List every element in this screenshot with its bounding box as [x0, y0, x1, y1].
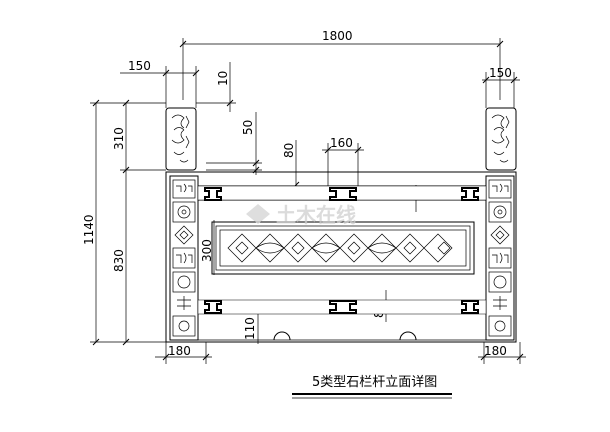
- drawing-title: 5类型石栏杆立面详图: [312, 375, 437, 390]
- dim-overall-height-label: 1140: [82, 214, 96, 245]
- dim-rail-top-label: 80: [282, 143, 296, 158]
- rail-bracket-top-left: [204, 187, 222, 201]
- dim-post-top-height: 310: [112, 99, 166, 346]
- dim-post-offset-label: 10: [216, 71, 230, 86]
- carved-panel: [211, 221, 475, 275]
- dim-panel-height-label: 300: [200, 239, 214, 262]
- right-post-ornament: [488, 179, 512, 337]
- rail-bracket-bottom-mid: [329, 300, 357, 314]
- watermark: 土木在线: [246, 203, 356, 227]
- left-post-cap: [165, 107, 197, 171]
- dim-cap-gap-label: 50: [241, 120, 255, 135]
- rail-bracket-top-right: [461, 187, 479, 201]
- dim-post-width-right: 150: [482, 66, 520, 108]
- dim-base-gap: 110: [243, 312, 259, 344]
- dim-cap-gap: 50: [206, 112, 262, 175]
- dim-bracket-width: 160: [322, 136, 364, 192]
- left-post-ornament: [172, 179, 196, 337]
- dim-panel-height: 300: [200, 220, 215, 275]
- drawing-title-block: 5类型石栏杆立面详图: [292, 375, 452, 399]
- dim-body-height-label: 830: [112, 249, 126, 272]
- dim-total-width-label: 1800: [322, 29, 353, 43]
- dim-base-gap-label: 110: [243, 317, 257, 340]
- dim-post-width-left-label: 150: [128, 59, 151, 73]
- dim-post-width-left: 150: [120, 59, 200, 108]
- rail-bracket-top-mid: [329, 187, 357, 201]
- base-drain-arcs: [273, 331, 417, 341]
- rail-bracket-bottom-right: [461, 300, 479, 314]
- dim-overall-height: 1140: [82, 99, 166, 346]
- dim-total-width: 1800: [179, 29, 504, 100]
- dim-base-post-left: 180: [155, 342, 212, 364]
- dim-post-offset: 10: [196, 62, 236, 112]
- rail-bracket-bottom-left: [204, 300, 222, 314]
- dim-base-post-right: 180: [478, 342, 526, 364]
- dim-body-height: 830: [112, 249, 126, 272]
- watermark-text: 土木在线: [276, 203, 356, 227]
- dim-base-post-left-label: 180: [168, 344, 191, 358]
- right-post-cap: [485, 107, 517, 171]
- dim-bracket-width-label: 160: [330, 136, 353, 150]
- dim-post-width-right-label: 150: [489, 66, 512, 80]
- dim-post-top-height-label: 310: [112, 127, 126, 150]
- dim-base-post-right-label: 180: [484, 344, 507, 358]
- baluster-body: [165, 171, 517, 343]
